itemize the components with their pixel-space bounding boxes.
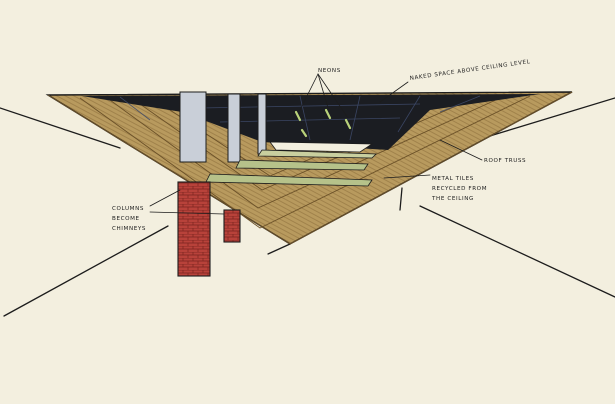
neon-tubes bbox=[294, 108, 352, 138]
cross-planks bbox=[205, 149, 377, 187]
brick-chimney-front bbox=[177, 181, 211, 277]
label-roof-truss: ROOF TRUSS bbox=[484, 158, 526, 164]
label-metal-tiles-1: METAL TILES bbox=[432, 176, 474, 182]
label-metal-tiles-2: RECYCLED FROM bbox=[432, 186, 487, 192]
brick-chimney-back bbox=[223, 209, 241, 243]
label-columns-1: COLUMNS bbox=[112, 206, 144, 212]
label-columns-2: BECOME bbox=[112, 216, 140, 222]
label-columns-3: CHIMNEYS bbox=[112, 226, 146, 232]
annotation-leaders bbox=[149, 73, 483, 215]
label-naked-space: NAKED SPACE ABOVE CEILING LEVEL bbox=[409, 59, 531, 82]
room-perspective-lines bbox=[0, 97, 615, 317]
label-metal-tiles-3: THE CEILING bbox=[431, 196, 474, 202]
metal-tiles bbox=[179, 91, 267, 163]
label-neons: NEONS bbox=[318, 68, 341, 74]
